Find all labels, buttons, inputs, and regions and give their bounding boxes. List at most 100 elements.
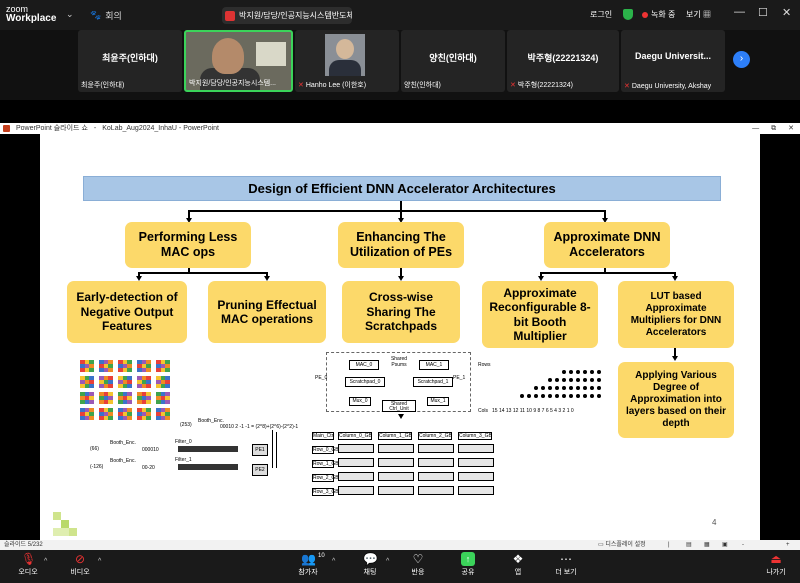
reading-view-icon[interactable]: ▤	[686, 542, 692, 548]
participant-tile[interactable]: Daegu Universit... ✕Daegu University, Ak…	[621, 30, 725, 92]
feature-map-block	[137, 360, 151, 372]
more-label: 더 보기	[555, 569, 577, 576]
participants-button[interactable]: 👥참가자	[288, 552, 328, 577]
minimize-button[interactable]: —	[734, 6, 745, 18]
share-button[interactable]: ↑공유	[448, 552, 488, 577]
participants-options-chevron-icon[interactable]: ^	[332, 558, 336, 565]
display-settings[interactable]: ▭ 디스플레이 설정	[598, 540, 646, 550]
zoom-logo: zoom Workplace	[6, 5, 57, 24]
feature-map-block	[118, 360, 132, 372]
ppt-close-button[interactable]: ✕	[788, 125, 794, 132]
zoom-in-icon[interactable]: +	[786, 542, 790, 548]
feature-map-cell	[89, 364, 94, 368]
feature-map-cell	[122, 392, 128, 396]
view-button[interactable]: 보기 ▦	[686, 9, 711, 20]
feature-map-cell	[118, 364, 123, 368]
arrow-head	[135, 276, 142, 281]
sharing-pill[interactable]: 박지원/담당/인공지능시스템반도체 ···	[222, 7, 352, 24]
recording-indicator[interactable]: 녹화 중	[642, 9, 675, 20]
filter-1-bits	[178, 464, 238, 470]
feature-map-block	[99, 360, 113, 372]
feature-map-cell	[137, 408, 142, 412]
partial-product-dot	[590, 370, 594, 374]
chat-options-chevron-icon[interactable]: ^	[386, 558, 390, 565]
pe-cluster-block	[458, 444, 494, 453]
node-less-mac-ops: Performing Less MAC ops	[125, 222, 251, 268]
partial-product-dot	[590, 386, 594, 390]
meeting-menu[interactable]: 🐾 회의	[90, 9, 122, 22]
feature-map-block	[118, 408, 132, 420]
feature-map-cell	[146, 360, 151, 364]
profile-photo	[325, 34, 365, 76]
video-options-chevron-icon[interactable]: ^	[98, 558, 102, 565]
connector-line	[400, 210, 402, 219]
feature-map-cell	[160, 396, 166, 400]
feature-map-cell	[80, 396, 85, 400]
close-button[interactable]: ✕	[782, 7, 792, 19]
ppt-restore-button[interactable]: ⧉	[771, 125, 777, 132]
participant-tile[interactable]: 최윤주(인하대) 최윤주(인하대)	[78, 30, 182, 92]
apps-button[interactable]: ❖앱	[498, 552, 538, 577]
video-face	[212, 38, 244, 74]
feature-map-cell	[156, 364, 161, 368]
slide[interactable]: Design of Efficient DNN Accelerator Arch…	[40, 134, 760, 540]
participant-tile-active-speaker[interactable]: 박지원/담당/인공지능시스템...	[184, 30, 293, 92]
feature-map-cell	[156, 380, 161, 384]
feature-map-cell	[156, 416, 161, 420]
feature-map-block	[137, 392, 151, 404]
partial-product-dot	[583, 378, 587, 382]
mac0-block: MAC_0	[349, 360, 379, 370]
chat-label: 채팅	[363, 569, 377, 576]
leave-button[interactable]: ⏏나가기	[756, 552, 796, 577]
participant-label: ✕Daegu University, Akshay	[624, 82, 711, 90]
participant-tile[interactable]: 박주형(22221324) ✕박주형(22221324)	[507, 30, 619, 92]
feature-map-cell	[99, 368, 104, 372]
security-shield-icon[interactable]	[623, 9, 633, 20]
slide-sorter-icon[interactable]: ▦	[704, 542, 710, 548]
slideshow-icon[interactable]: ▣	[722, 542, 728, 548]
feature-map-cell	[137, 384, 142, 388]
audio-options-chevron-icon[interactable]: ^	[44, 558, 48, 565]
feature-map-cell	[141, 400, 147, 404]
record-dot-icon	[642, 11, 648, 18]
participant-tile[interactable]: 양친(인하대) 양친(인하대)	[401, 30, 505, 92]
display-settings-label: 디스플레이 설정	[605, 542, 646, 548]
feature-map-cell	[141, 396, 147, 400]
ppt-app-label: PowerPoint 슬라이드 쇼	[16, 125, 88, 132]
nav-first-icon[interactable]: |	[668, 542, 670, 548]
feature-map-cell	[160, 384, 166, 388]
more-button[interactable]: ⋯더 보기	[546, 552, 586, 577]
partial-product-dot	[590, 394, 594, 398]
maximize-button[interactable]: ☐	[758, 7, 768, 19]
feature-map-cell	[160, 408, 166, 412]
zoom-out-icon[interactable]: -	[742, 542, 744, 548]
feature-map-cell	[160, 364, 166, 368]
chevron-down-icon[interactable]: ⌄	[66, 9, 74, 19]
decorative-square	[69, 528, 77, 536]
audio-button[interactable]: 🎙오디오	[8, 552, 48, 577]
scratchpad0-block: Scratchpad_0	[345, 377, 385, 387]
connector-line	[540, 272, 675, 274]
connector-line	[400, 201, 402, 211]
feature-map-cell	[84, 360, 90, 364]
feature-map-cell	[80, 376, 85, 380]
feature-map-cell	[80, 368, 85, 372]
reactions-button[interactable]: ♡반응	[398, 552, 438, 577]
meeting-label: 회의	[105, 11, 122, 21]
login-button[interactable]: 로그인	[590, 10, 613, 19]
mic-muted-icon: ✕	[510, 82, 516, 89]
feature-map-cell	[89, 360, 94, 364]
next-page-button[interactable]: ›	[733, 51, 750, 68]
feature-map-cell	[103, 416, 109, 420]
partial-product-dot	[569, 370, 573, 374]
chat-button[interactable]: 💬채팅	[350, 552, 390, 577]
participant-label-text: Daegu University, Akshay	[631, 83, 712, 90]
feature-map-cell	[127, 384, 132, 388]
participant-label-text: 박지원/담당/인공지능시스템...	[189, 80, 277, 87]
video-button[interactable]: ⊘비디오	[60, 552, 100, 577]
feature-map-cell	[165, 368, 170, 372]
ppt-minimize-button[interactable]: —	[752, 125, 760, 132]
participant-tile[interactable]: ✕Hanho Lee (이한호)	[295, 30, 399, 92]
feature-map-cell	[89, 384, 94, 388]
zoom-logo-line2: Workplace	[6, 13, 57, 24]
